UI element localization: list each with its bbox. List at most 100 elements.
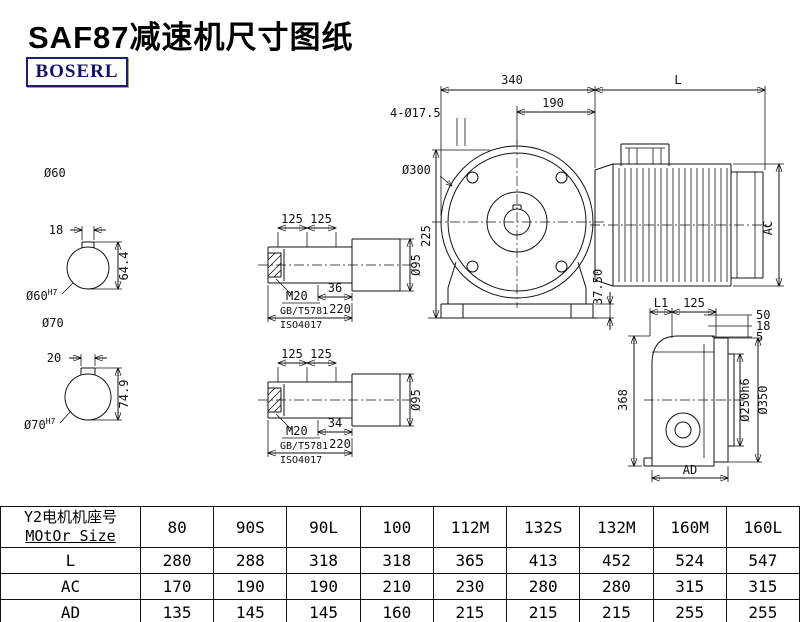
dim-key-width: 20 xyxy=(47,351,61,365)
table-cell: 190 xyxy=(286,573,361,600)
table-cell: 210 xyxy=(359,573,434,600)
motor-size-table: Y2电机机座号 MOtOr Size 80 90S 90L 100 112M 1… xyxy=(0,506,800,622)
col-header: 160M xyxy=(652,506,727,548)
dim-dia-300: Ø300 xyxy=(402,163,431,177)
dim-220: 220 xyxy=(329,302,351,316)
dim-125: 125 xyxy=(310,347,332,361)
table-cell: 280 xyxy=(506,573,581,600)
bore-dia: Ø70 xyxy=(24,418,46,432)
table-cell: 452 xyxy=(579,547,654,574)
dim-190: 190 xyxy=(542,96,564,110)
dim-key-height: 74.9 xyxy=(117,380,131,409)
dim-36: 36 xyxy=(328,281,342,295)
logo-text: BOSERL xyxy=(35,61,119,82)
front-view: 340 L 190 4-Ø17.5 Ø300 225 xyxy=(390,73,784,330)
dim-225: 225 xyxy=(419,225,433,247)
table-row-AD: AD 135 145 145 160 215 215 215 255 255 xyxy=(0,599,800,622)
table-cell: 160 xyxy=(359,599,434,622)
header-en: MOtOr Size xyxy=(25,527,116,545)
table-cell: 280 xyxy=(139,547,215,574)
dim-key-height: 64.4 xyxy=(117,252,131,281)
page-title: SAF87减速机尺寸图纸 xyxy=(28,20,354,55)
dim-18: 18 xyxy=(756,319,770,333)
thread-label: M20 xyxy=(286,289,308,303)
col-header: 132M xyxy=(579,506,654,548)
shaft-detail-34: 125 125 34 220 M20 GB/T5781 ISO4017 Ø95 xyxy=(258,347,423,466)
table-cell: 215 xyxy=(506,599,581,622)
table-cell: 318 xyxy=(359,547,434,574)
std-gb: GB/T5781 xyxy=(280,441,328,452)
dim-label: Ø60 xyxy=(44,166,66,180)
table-cell: 135 xyxy=(139,599,215,622)
dim-125: 125 xyxy=(281,212,303,226)
hollow-shaft-70-section: Ø70 20 74.9 Ø70H7 xyxy=(24,316,131,432)
row-label: AC xyxy=(0,573,141,600)
table-cell: 255 xyxy=(725,599,800,622)
thread-label: M20 xyxy=(286,424,308,438)
bore-tol: H7 xyxy=(46,417,56,426)
std-iso: ISO4017 xyxy=(280,320,322,331)
col-header: 90L xyxy=(286,506,361,548)
std-gb: GB/T5781 xyxy=(280,306,328,317)
boserl-logo: BOSERL xyxy=(26,57,128,87)
hollow-shaft-60-section: Ø60 18 64.4 Ø60H7 xyxy=(26,166,131,303)
table-row-AC: AC 170 190 190 210 230 280 280 315 315 xyxy=(0,573,800,600)
dim-340: 340 xyxy=(501,73,523,87)
table-cell: 365 xyxy=(432,547,508,574)
table-cell: 315 xyxy=(652,573,727,600)
bore-dia: Ø60 xyxy=(26,289,48,303)
dim-125: 125 xyxy=(310,212,332,226)
std-iso: ISO4017 xyxy=(280,455,322,466)
table-cell: 413 xyxy=(506,547,581,574)
dim-34: 34 xyxy=(328,416,342,430)
dim-125: 125 xyxy=(683,296,705,310)
dim-50: 50 xyxy=(756,308,770,322)
bore-tol: H7 xyxy=(48,288,58,297)
table-row-L: L 280 288 318 318 365 413 452 524 547 xyxy=(0,547,800,574)
dim-holes: 4-Ø17.5 xyxy=(390,106,441,120)
dim-L: L xyxy=(674,73,681,87)
table-cell: 318 xyxy=(286,547,361,574)
table-cell: 288 xyxy=(213,547,288,574)
table-cell: 170 xyxy=(139,573,215,600)
dim-37-5: 37.50 xyxy=(591,269,605,305)
col-header: 112M xyxy=(432,506,508,548)
dim-AC: AC xyxy=(761,221,775,235)
table-cell: 215 xyxy=(432,599,508,622)
table-cell: 524 xyxy=(652,547,727,574)
dim-label: Ø70 xyxy=(42,316,64,330)
dim-125: 125 xyxy=(281,347,303,361)
side-view: L1 125 50 18 5 368 Ø250h6 xyxy=(616,296,770,482)
table-cell: 547 xyxy=(725,547,800,574)
row-label: L xyxy=(0,547,141,574)
table-cell: 215 xyxy=(579,599,654,622)
col-header: 100 xyxy=(359,506,434,548)
dim-368: 368 xyxy=(616,389,630,411)
dim-5: 5 xyxy=(756,330,763,344)
header-cn: Y2电机机座号 xyxy=(23,508,118,526)
bore-label: Ø60H7 xyxy=(26,288,58,303)
dim-dia-350: Ø350 xyxy=(756,386,770,415)
dim-AD: AD xyxy=(683,463,697,477)
bore-label: Ø70H7 xyxy=(24,417,56,432)
table-cell: 190 xyxy=(213,573,288,600)
dim-key-width: 18 xyxy=(49,223,63,237)
table-cell: 280 xyxy=(579,573,654,600)
table-cell: 230 xyxy=(432,573,508,600)
row-label: AD xyxy=(0,599,141,622)
table-cell: 315 xyxy=(725,573,800,600)
dim-220: 220 xyxy=(329,437,351,451)
technical-drawing: Ø60 18 64.4 Ø60H7 Ø70 20 74.9 xyxy=(24,73,784,482)
dim-dia-95: Ø95 xyxy=(409,254,423,276)
dim-dia-250: Ø250h6 xyxy=(738,378,752,421)
shaft-detail-36: 125 125 36 220 M20 GB/T5781 ISO4017 Ø95 xyxy=(258,212,423,331)
col-header: 80 xyxy=(139,506,215,548)
table-cell: 255 xyxy=(652,599,727,622)
dim-L1: L1 xyxy=(654,296,668,310)
table-cell: 145 xyxy=(213,599,288,622)
table-cell: 145 xyxy=(286,599,361,622)
dim-dia-95: Ø95 xyxy=(409,389,423,411)
table-corner-cell: Y2电机机座号 MOtOr Size xyxy=(0,506,141,548)
col-header: 90S xyxy=(213,506,288,548)
